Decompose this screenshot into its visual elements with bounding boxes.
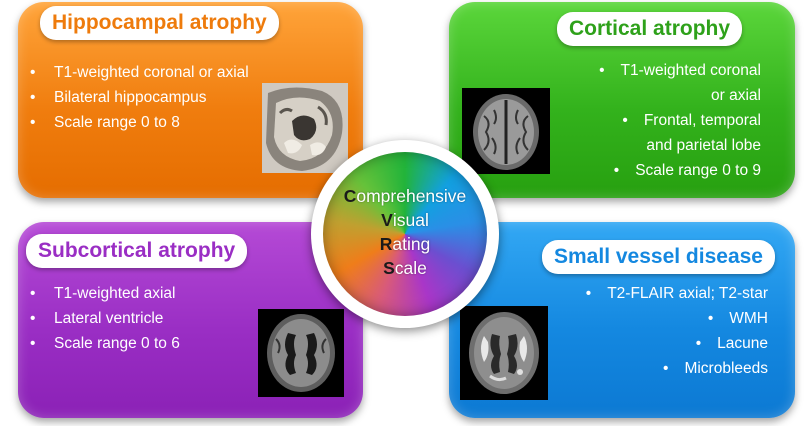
hippocampal-atrophy-list: T1-weighted coronal or axial Bilateral h… xyxy=(18,60,249,135)
brain-flair-mri-icon xyxy=(460,306,548,400)
list-item: Frontal, temporal xyxy=(545,108,761,133)
list-item: Lateral ventricle xyxy=(18,306,180,331)
subcortical-atrophy-list: T1-weighted axial Lateral ventricle Scal… xyxy=(18,281,180,356)
small-vessel-disease-list: T2-FLAIR axial; T2-star WMH Lacune Micro… xyxy=(540,281,768,381)
list-item-continuation: and parietal lobe xyxy=(646,137,761,154)
list-item: T1-weighted coronal xyxy=(545,58,761,83)
list-item: Microbleeds xyxy=(540,356,768,381)
subcortical-atrophy-title: Subcortical atrophy xyxy=(26,234,248,268)
list-item: Bilateral hippocampus xyxy=(18,85,249,110)
center-circle: Comprehensive Visual Rating Scale xyxy=(311,140,499,328)
list-item: T1-weighted coronal or axial xyxy=(18,60,249,85)
center-line-visual: Visual xyxy=(381,210,429,230)
list-item: WMH xyxy=(540,306,768,331)
brain-coronal-mri-icon xyxy=(262,83,348,173)
center-line-rating: Rating xyxy=(379,234,431,254)
list-item-continuation: or axial xyxy=(711,87,761,104)
list-item: T2-FLAIR axial; T2-star xyxy=(540,281,768,306)
center-line-comprehensive: Comprehensive xyxy=(343,186,467,206)
center-gradient-disc xyxy=(323,152,487,316)
list-item: Lacune xyxy=(540,331,768,356)
brain-axial-mri-icon xyxy=(462,88,550,174)
small-vessel-disease-title: Small vessel disease xyxy=(542,240,775,274)
center-line-scale: Scale xyxy=(383,258,427,278)
cortical-atrophy-list: T1-weighted coronal or axial Frontal, te… xyxy=(545,58,761,183)
list-item: Scale range 0 to 8 xyxy=(18,110,249,135)
hippocampal-atrophy-title: Hippocampal atrophy xyxy=(40,6,279,40)
list-item: T1-weighted axial xyxy=(18,281,180,306)
cortical-atrophy-title: Cortical atrophy xyxy=(557,12,743,46)
center-title: Comprehensive Visual Rating Scale xyxy=(323,184,487,280)
brain-axial-ventricle-mri-icon xyxy=(258,309,344,397)
list-item: Scale range 0 to 9 xyxy=(545,158,761,183)
list-item: Scale range 0 to 6 xyxy=(18,331,180,356)
